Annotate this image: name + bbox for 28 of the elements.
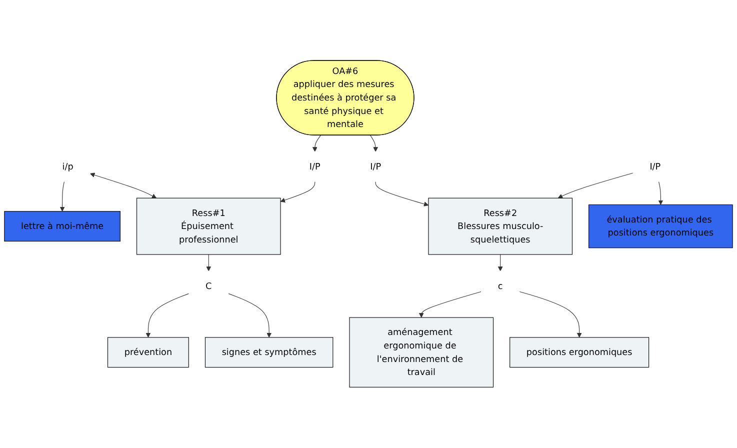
arrow — [280, 181, 316, 203]
node-box: signes et symptômes — [204, 337, 334, 368]
arrow — [519, 292, 582, 338]
arrow — [228, 293, 272, 338]
arrow — [146, 293, 190, 338]
node-box: Ress#1 Épuisement professionnel — [136, 198, 281, 255]
arrow — [558, 172, 634, 199]
node-text: C — [206, 280, 212, 292]
node-text: i/p — [62, 161, 74, 172]
arrow — [312, 135, 321, 152]
node-box: Ress#2 Blessures musculo-squelettiques — [428, 198, 572, 255]
arrow — [658, 181, 664, 206]
node-text: I/P — [650, 161, 661, 172]
arrow — [375, 181, 429, 207]
node-text: I/P — [370, 161, 382, 172]
arrow — [370, 135, 378, 152]
node-box: prévention — [107, 337, 189, 368]
node-text: c — [498, 280, 503, 292]
arrow — [418, 292, 482, 318]
node-box: positions ergonomiques — [510, 337, 650, 368]
arrow — [90, 172, 157, 198]
node-box: évaluation pratique des positions ergonomiques — [588, 204, 733, 248]
node-box: lettre à moi-même — [4, 211, 120, 242]
arrow — [206, 254, 212, 272]
node-box: aménagement ergonomique de l'environnement de travail — [349, 317, 494, 388]
node-text: I/P — [309, 161, 320, 172]
arrow — [498, 254, 503, 272]
arrow — [60, 181, 65, 212]
